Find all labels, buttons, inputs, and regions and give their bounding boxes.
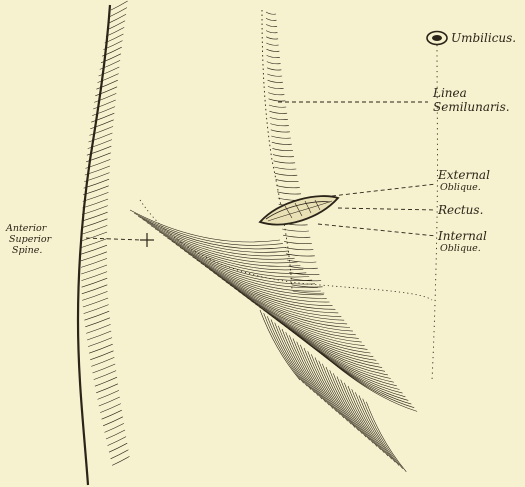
- label-linea-2: Semilunaris.: [433, 100, 510, 114]
- label-umbilicus: Umbilicus.: [451, 31, 516, 45]
- label-external-1: External: [437, 168, 490, 182]
- label-anterior-3: Spine.: [12, 245, 42, 256]
- label-rectus: Rectus.: [437, 203, 483, 217]
- label-linea-1: Linea: [432, 86, 467, 100]
- label-external-2: Oblique.: [440, 182, 481, 193]
- label-internal-1: Internal: [437, 229, 487, 243]
- label-internal-2: Oblique.: [440, 243, 481, 254]
- label-anterior-1: Anterior: [5, 223, 48, 234]
- label-anterior-2: Superior: [9, 234, 53, 245]
